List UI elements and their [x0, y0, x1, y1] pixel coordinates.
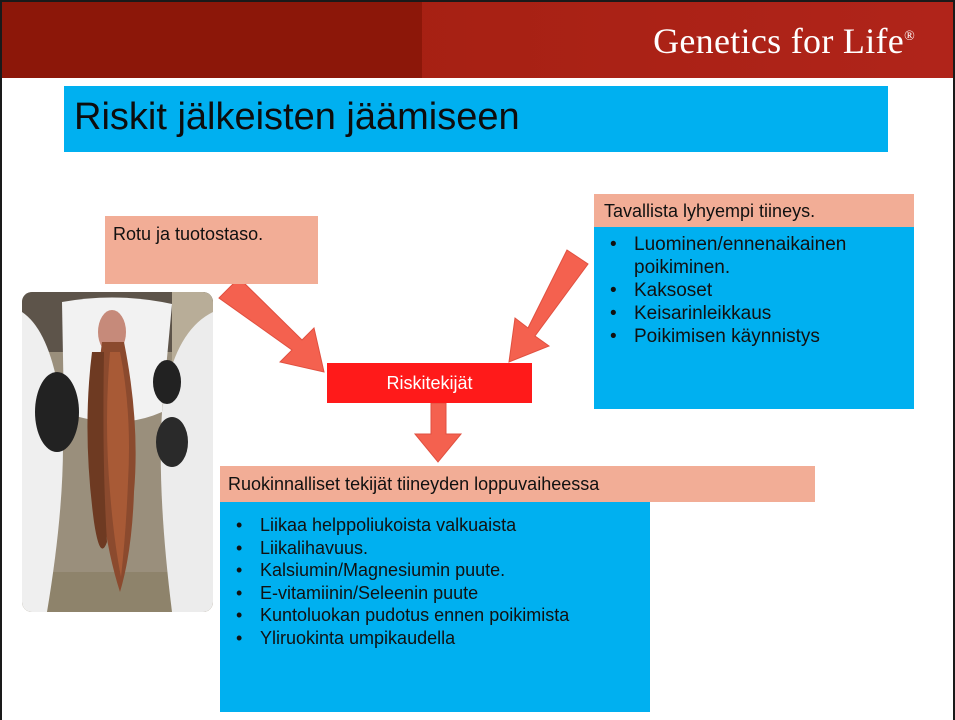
box-ruokinnalliset-text: Ruokinnalliset tekijät tiineyden loppuva… — [228, 474, 600, 494]
list-item: Poikimisen käynnistys — [602, 325, 906, 348]
box-rotu-text: Rotu ja tuotostaso. — [113, 224, 264, 244]
ruokinnalliset-list: Liikaa helppoliukoista valkuaista Liikal… — [228, 514, 642, 649]
list-item: Keisarinleikkaus — [602, 302, 906, 325]
cow-photo — [22, 292, 213, 612]
list-item: Luominen/ennenaikainen poikiminen. — [602, 233, 906, 279]
header-dark-segment — [2, 2, 422, 78]
list-item: E-vitamiinin/Seleenin puute — [228, 582, 642, 605]
list-item: Liikaa helppoliukoista valkuaista — [228, 514, 642, 537]
arrow-tiineys-to-riski — [508, 249, 589, 363]
header-bar: Genetics for Life® — [2, 2, 953, 78]
box-riskitekijat-text: Riskitekijät — [386, 373, 473, 393]
cow-photo-illustration — [22, 292, 213, 612]
box-tavallista-list: Luominen/ennenaikainen poikiminen. Kakso… — [594, 227, 914, 409]
arrow-rotu-to-riski — [218, 277, 325, 373]
box-rotu: Rotu ja tuotostaso. — [105, 216, 318, 284]
box-ruokinnalliset: Ruokinnalliset tekijät tiineyden loppuva… — [220, 466, 815, 502]
list-item: Yliruokinta umpikaudella — [228, 627, 642, 650]
title-box: Riskit jälkeisten jäämiseen — [64, 86, 888, 152]
box-riskitekijat: Riskitekijät — [327, 363, 532, 403]
list-item: Kaksoset — [602, 279, 906, 302]
list-item: Liikalihavuus. — [228, 537, 642, 560]
box-tavallista: Tavallista lyhyempi tiineys. — [594, 194, 914, 227]
list-item: Kuntoluokan pudotus ennen poikimista — [228, 604, 642, 627]
brand-text: Genetics for Life — [653, 21, 905, 61]
registered-mark: ® — [904, 29, 915, 44]
arrow-riski-to-ruokinnalliset — [413, 402, 463, 463]
box-ruokinnalliset-list: Liikaa helppoliukoista valkuaista Liikal… — [220, 502, 650, 712]
box-tavallista-text: Tavallista lyhyempi tiineys. — [604, 201, 816, 221]
brand-logo: Genetics for Life® — [653, 20, 915, 62]
tavallista-list: Luominen/ennenaikainen poikiminen. Kakso… — [602, 233, 906, 348]
page-title: Riskit jälkeisten jäämiseen — [74, 96, 520, 138]
list-item: Kalsiumin/Magnesiumin puute. — [228, 559, 642, 582]
